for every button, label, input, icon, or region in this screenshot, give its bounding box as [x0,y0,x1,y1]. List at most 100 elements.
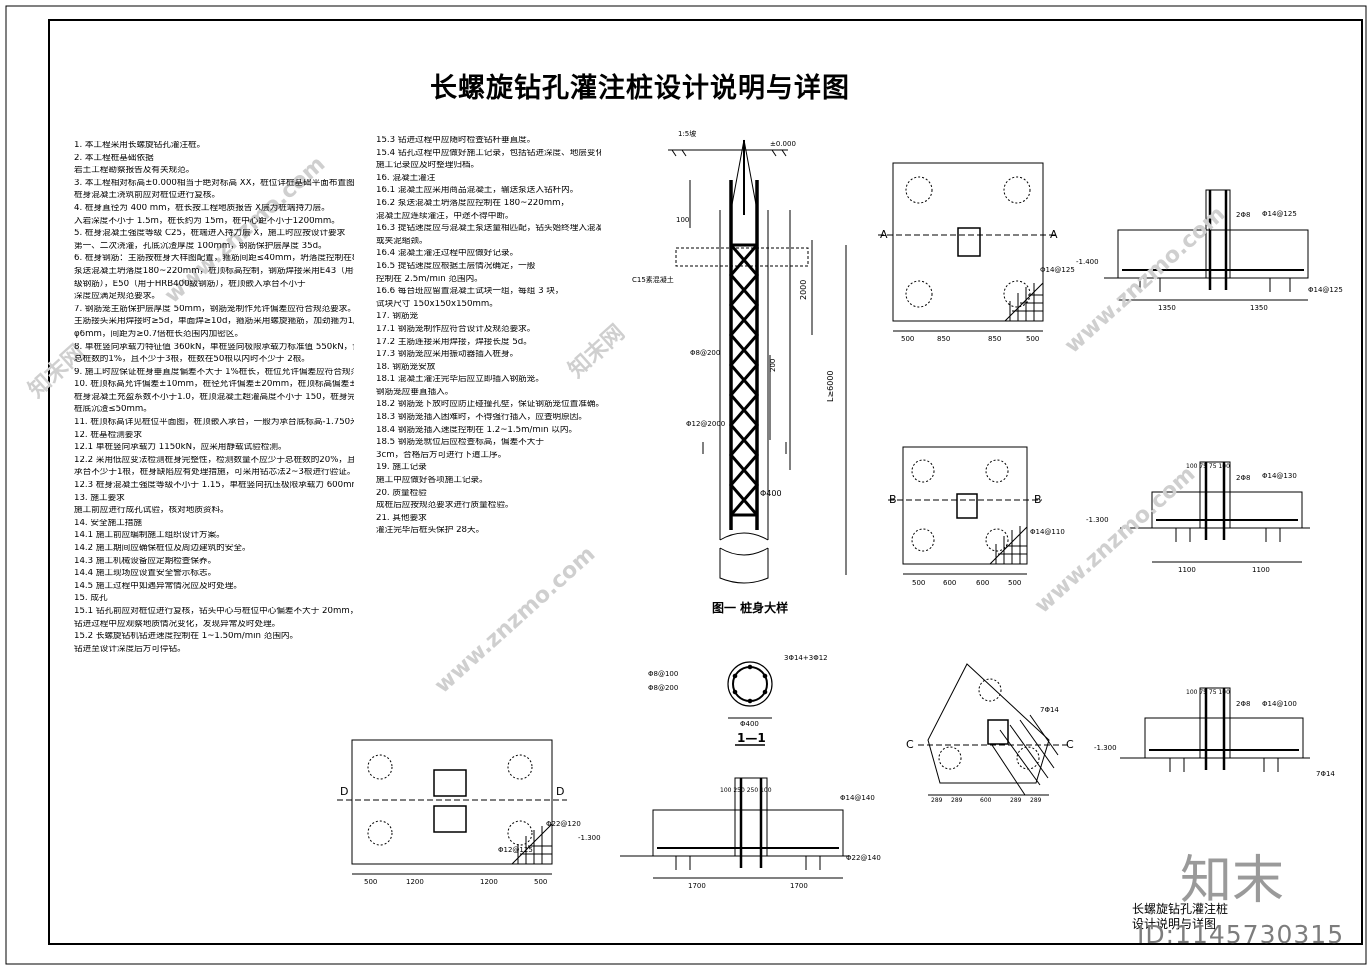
note-line: 13. 施工要求 [74,493,125,503]
dim-100: 100 [676,216,689,224]
note-line: 或夹泥缩颈。 [376,236,428,246]
note-line: 钻进至设计深度后方可停钻。 [74,644,186,654]
title-block-line2: 设计说明与详图 [1132,917,1217,931]
sec-b-top: 100 75 75 100 [1186,463,1230,470]
note-line: 泵送混凝土坍落度180~220mm，桩顶标高控制，钢筋焊接采用E43（用于HPB… [74,266,354,276]
cap-section-b [1120,461,1310,563]
note-line: 5. 桩身混凝土强度等级 C25，桩端进入持力层 X，施工时应按设计要求 [74,229,346,239]
note-line: 桩身混凝土充盈系数不小于1.0，桩顶混凝土超灌高度不小于 150，桩身完整性 7… [74,392,354,402]
cap-a-dim-4: 500 [1026,335,1039,343]
cap-plan-d [337,739,567,875]
sec-d-rebar: Φ14@140 [840,794,875,802]
section-label: 1—1 [737,731,766,745]
sec-b-elev: -1.300 [1086,516,1109,524]
cap-c-dim-2: 289 [951,797,963,804]
note-line: 16.1 混凝土应采用商品混凝土，输送泵送入钻杆内。 [376,186,579,196]
dim-2000: 2000 [799,280,808,300]
label-stir2: Φ8@200 [648,684,678,692]
pile-caption: 图一 桩身大样 [712,600,788,615]
note-line: 3cm，合格后方可进行下道工序。 [376,450,507,460]
note-line: 14. 安全施工措施 [74,518,142,528]
cap-d-label-right: D [556,785,564,798]
label-stir1: Φ8@100 [648,670,678,678]
note-line: 桩底沉渣≤50mm。 [74,405,152,415]
note-line: 12. 桩基检测要求 [74,430,142,440]
note-line: 18.2 钢筋笼下放时应防止碰撞孔壁，保证钢筋笼位置准确。 [376,400,601,410]
note-line: 14.5 施工过程中如遇异常情况应及时处理。 [74,581,242,591]
note-line: 桩身混凝土浇筑前应对桩位进行复核。 [74,191,221,201]
sec-c-rebar: Φ14@100 [1262,700,1297,708]
dim-pile-length: L≥6000 [826,370,835,402]
cap-plan-b [888,446,1042,575]
cap-d-dim-4: 500 [534,878,547,886]
title-block-line1: 长螺旋钻孔灌注桩 [1132,902,1229,916]
cap-a-label-left: A [880,228,888,241]
label-material: C15素混凝土 [632,275,674,284]
note-line: 18.3 钢筋笼插入困难时，不得强行插入，应查明原因。 [376,413,587,423]
cap-plan-c [918,663,1070,796]
sec-a-dim-1: 1350 [1158,304,1176,312]
note-line: 4. 桩身直径为 400 mm，桩长按工程地质报告 X层为桩端持力层。 [74,203,330,213]
sec-b-dim-1: 1100 [1178,566,1196,574]
sec-b-dim-2: 1100 [1252,566,1270,574]
pile-detail: 1:5坡 [668,129,847,584]
cap-a-dim-3: 850 [988,335,1001,343]
note-line: 施工记录应及时整理归档。 [376,161,480,171]
note-line: 级钢筋），E50（用于HRB400级钢筋），桩顶嵌入承台不小于 [74,279,306,289]
note-line: 15. 成孔 [74,594,108,604]
cap-c-label-right: C [1066,738,1074,751]
cap-c-dim-5: 289 [1030,797,1042,804]
cap-c-dim-1: 289 [931,797,943,804]
design-notes-right: 15.3 钻进过程中应随时检查钻杆垂直度。15.4 钻孔过程中应做好施工记录，包… [376,136,601,539]
note-line: 21. 其他要求 [376,513,427,523]
note-line: 施工中应做好各项施工记录。 [376,476,488,486]
note-line: 2. 本工程桩基础依据 [74,153,154,163]
note-line: 试块尺寸 150x150x150mm。 [376,299,498,309]
note-line: 14.1 施工前应编制施工组织设计方案。 [74,531,225,541]
sec-a-r2: 2Φ8 [1236,211,1250,219]
note-line: 灌注完毕后桩头保护 28天。 [376,526,485,536]
sec-d-top: 100 250 250 100 [720,787,772,794]
note-line: 1. 本工程采用长螺旋钻孔灌注桩。 [74,141,206,150]
sec-c-elev: -1.300 [1094,744,1117,752]
label-sec-rebar: 3Φ14+3Φ12 [784,654,828,662]
cap-b-label-right: B [1034,493,1042,506]
cap-c-dim-3: 600 [980,797,992,804]
note-line: 入岩深度不小于 1.5m，桩长约为 15m，桩中心距不小于1200mm。 [74,216,340,226]
note-line: 14.2 施工期间应确保桩位及周边建筑的安全。 [74,544,251,553]
note-line: 15.3 钻进过程中应随时检查钻杆垂直度。 [376,136,536,145]
note-line: 12.2 采用低应变法检测桩身完整性，检测数量不应少于总桩数的20%，且每个 [74,455,354,465]
cap-b-dim-1: 500 [912,579,925,587]
section-1-1 [727,661,773,746]
design-notes-left: 1. 本工程采用长螺旋钻孔灌注桩。2. 本工程桩基础依据 岩土工程勘察报告及有关… [74,141,354,657]
note-line: 6. 桩身钢筋：主筋按桩身大样图配置，箍筋间距≤40mm，坍落度控制在80~10… [74,254,354,264]
note-line: 20. 质量检验 [376,488,427,498]
cap-c-label-left: C [906,738,914,751]
cap-a-rebar: Φ14@125 [1040,266,1075,274]
sec-a-dim-2: 1350 [1250,304,1268,312]
note-line: 9. 施工时应保证桩身垂直度偏差不大于 1%桩长，桩位允许偏差应符合规范要求。 [74,367,354,377]
sec-b-r2: 2Φ8 [1236,474,1250,482]
sec-d-elev: -1.300 [578,834,601,842]
note-line: 16.6 每台班应留置混凝土试块一组，每组 3 块， [376,287,564,297]
note-line: φ6mm，间距为≥0.7倍桩长范围内加密区。 [74,329,244,339]
svg-text:1:5坡: 1:5坡 [678,129,696,138]
cap-a-dim-1: 500 [901,335,914,343]
sec-c-r3: 7Φ14 [1316,770,1335,778]
sec-d-dim-2: 1700 [790,882,808,890]
note-line: 18.4 钢筋笼插入速度控制在 1.2~1.5m/min 以内。 [376,425,578,435]
label-stirrup: Φ12@2000 [686,420,725,428]
cap-b-dim-2: 600 [943,579,956,587]
sec-d-dim-1: 1700 [688,882,706,890]
cap-b-label-left: B [889,493,897,506]
cap-d-dim-1: 500 [364,878,377,886]
note-line: 施工前应进行成孔试验，核对地质资料。 [74,506,229,516]
note-line: 混凝土应连续灌注，中途不得中断。 [376,211,514,221]
note-line: 钢筋笼应垂直插入。 [376,387,454,397]
cap-b-dim-3: 600 [976,579,989,587]
label-sec-dia: Φ400 [740,720,759,728]
note-line: 18. 钢筋笼安放 [376,362,436,372]
id-watermark: ID:1145730315 [1137,920,1345,949]
note-line: 8. 单桩竖向承载力特征值 360kN，单桩竖向极限承载力标准值 550kN，试… [74,342,354,352]
